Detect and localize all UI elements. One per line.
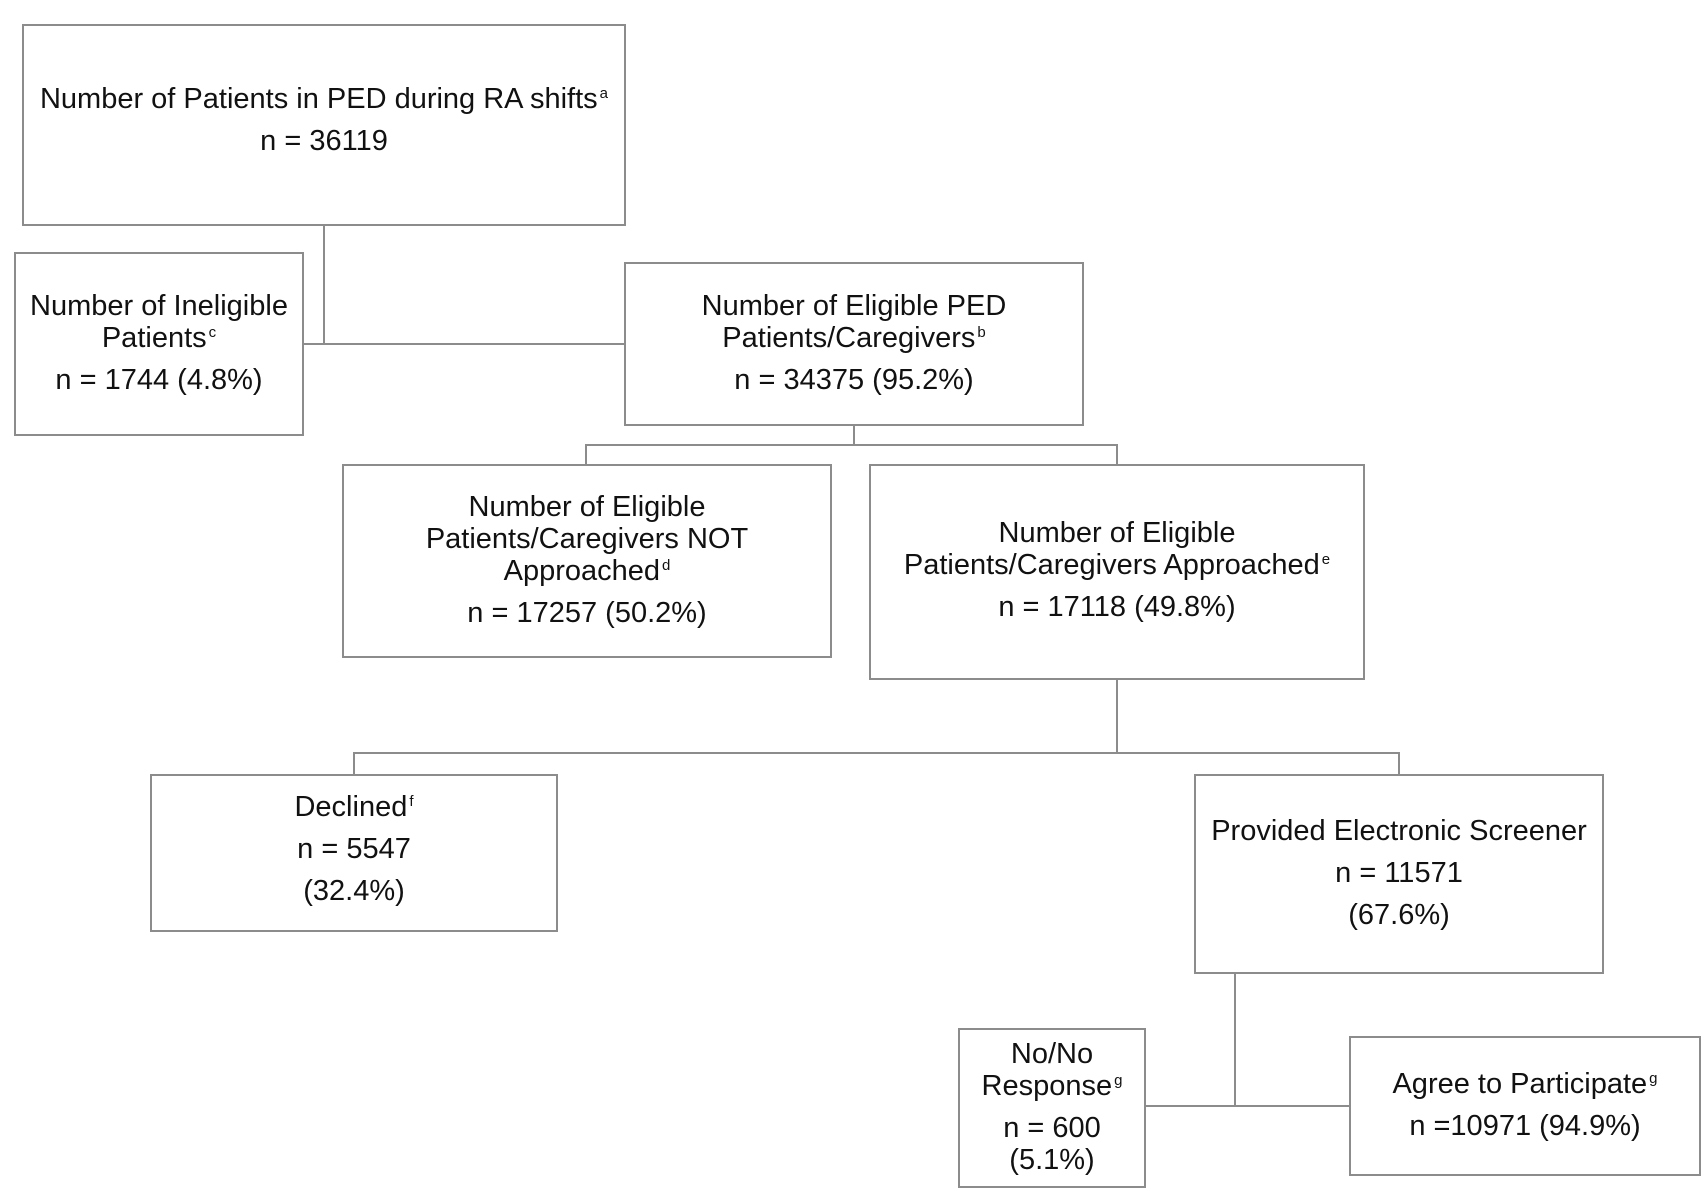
- approached-title-line1: Number of Eligible: [998, 517, 1236, 549]
- connector-screener-to-outcomes: [1146, 974, 1349, 1107]
- no-response-percent: (5.1%): [1009, 1143, 1095, 1176]
- screener-percent: (67.6%): [1348, 898, 1450, 931]
- screener-title: Provided Electronic Screener: [1211, 815, 1587, 848]
- not-approached-title-line1: Number of Eligible: [468, 491, 706, 524]
- footnote-marker-e: e: [1321, 550, 1331, 568]
- ineligible-title-line1: Number of Ineligible: [30, 290, 288, 323]
- total-patients-title: Number of Patients in PED during RA shif…: [39, 83, 609, 116]
- total-patients-box: Number of Patients in PED during RA shif…: [22, 24, 626, 226]
- footnote-marker-f: f: [409, 793, 414, 810]
- not-approached-title-line2: Patients/Caregivers NOT: [425, 523, 749, 556]
- no-response-title-line1: No/No: [1010, 1038, 1094, 1071]
- connector-eligible-to-branches: [585, 426, 1118, 464]
- not-approached-title-line3-text: Approached: [503, 555, 661, 587]
- total-patients-title-text: Number of Patients in PED during RA shif…: [39, 83, 598, 115]
- declined-title-text: Declined: [294, 791, 408, 823]
- footnote-marker-g: g: [1114, 1072, 1123, 1090]
- connector-approached-to-branches: [353, 680, 1400, 774]
- approached-count: n = 17118 (49.8%): [998, 590, 1236, 623]
- footnote-marker-c: c: [208, 324, 217, 342]
- approached-box: Number of Eligible Patients/Caregivers A…: [869, 464, 1365, 680]
- eligible-patients-box: Number of Eligible PED Patients/Caregive…: [624, 262, 1084, 426]
- eligible-title-line1: Number of Eligible PED: [701, 290, 1007, 323]
- footnote-marker-a: a: [599, 85, 609, 102]
- no-response-title-line2-text: Response: [981, 1070, 1113, 1103]
- not-approached-count: n = 17257 (50.2%): [467, 596, 707, 629]
- eligible-count: n = 34375 (95.2%): [734, 363, 974, 396]
- electronic-screener-box: Provided Electronic Screener n = 11571 (…: [1194, 774, 1604, 974]
- agree-count: n =10971 (94.9%): [1409, 1110, 1641, 1142]
- total-patients-count: n = 36119: [260, 124, 388, 157]
- declined-count: n = 5547: [297, 832, 411, 865]
- ineligible-title-line2-text: Patients: [101, 322, 207, 355]
- footnote-marker-b: b: [977, 324, 986, 342]
- footnote-marker-g-agree: g: [1649, 1070, 1658, 1088]
- eligible-title-line2-text: Patients/Caregivers: [722, 322, 976, 355]
- no-response-count: n = 600: [1003, 1112, 1101, 1144]
- declined-percent: (32.4%): [303, 874, 405, 907]
- approached-title-line2-text: Patients/Caregivers Approached: [903, 548, 1320, 581]
- agree-title-text: Agree to Participate: [1392, 1068, 1648, 1101]
- not-approached-box: Number of Eligible Patients/Caregivers N…: [342, 464, 832, 658]
- screener-count: n = 11571: [1335, 857, 1463, 890]
- footnote-marker-d: d: [662, 557, 671, 574]
- ineligible-count: n = 1744 (4.8%): [55, 363, 263, 396]
